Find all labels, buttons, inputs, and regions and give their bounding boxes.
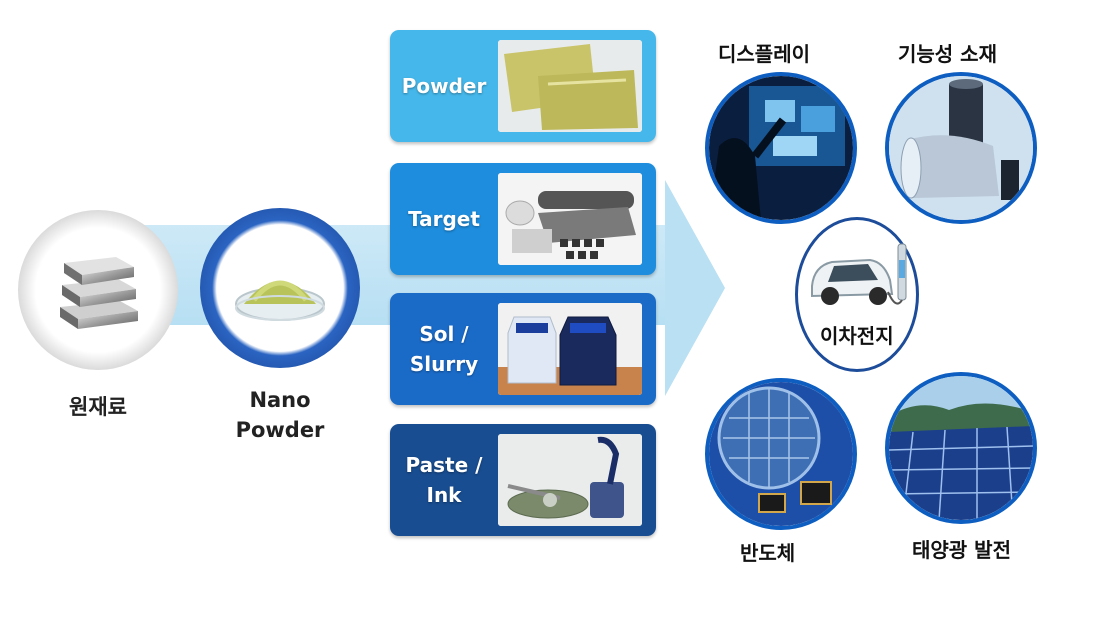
electric-car-icon bbox=[798, 230, 916, 326]
semiconductor-circle bbox=[705, 378, 857, 530]
app-solar-label: 태양광 발전 bbox=[912, 534, 1011, 563]
form-paste-ink-label: Paste / Ink bbox=[390, 424, 498, 536]
slurry-bottles-image bbox=[498, 303, 642, 395]
form-sol-slurry: Sol / Slurry bbox=[390, 293, 656, 405]
form-sol-slurry-label: Sol / Slurry bbox=[390, 293, 498, 405]
functional-material-circle bbox=[885, 72, 1037, 224]
form-powder-label: Powder bbox=[390, 30, 498, 142]
solar-circle bbox=[885, 372, 1037, 524]
app-battery-label: 이차전지 bbox=[820, 320, 894, 349]
solar-panel-image bbox=[889, 376, 1033, 520]
film-roll-image bbox=[889, 76, 1033, 220]
form-target-label: Target bbox=[390, 163, 498, 275]
powder-bags-image bbox=[498, 40, 642, 132]
raw-material-label: 원재료 bbox=[38, 392, 158, 422]
app-semiconductor-label: 반도체 bbox=[740, 537, 795, 566]
flow-arrow bbox=[665, 180, 725, 396]
form-powder: Powder bbox=[390, 30, 656, 142]
powder-dish-icon bbox=[230, 248, 330, 328]
form-target: Target bbox=[390, 163, 656, 275]
battery-circle: 이차전지 bbox=[795, 217, 919, 372]
paste-ink-image bbox=[498, 434, 642, 526]
nano-powder-circle bbox=[200, 208, 360, 368]
raw-material-circle bbox=[18, 210, 178, 370]
nano-powder-label: Nano Powder bbox=[220, 385, 340, 445]
form-paste-ink: Paste / Ink bbox=[390, 424, 656, 536]
app-display-label: 디스플레이 bbox=[718, 38, 810, 67]
metal-ingot-icon bbox=[50, 245, 146, 335]
sputter-target-image bbox=[498, 173, 642, 265]
display-circle bbox=[705, 72, 857, 224]
wafer-chip-image bbox=[709, 382, 853, 526]
display-touchscreen-image bbox=[709, 76, 853, 220]
app-functional-label: 기능성 소재 bbox=[898, 38, 997, 67]
